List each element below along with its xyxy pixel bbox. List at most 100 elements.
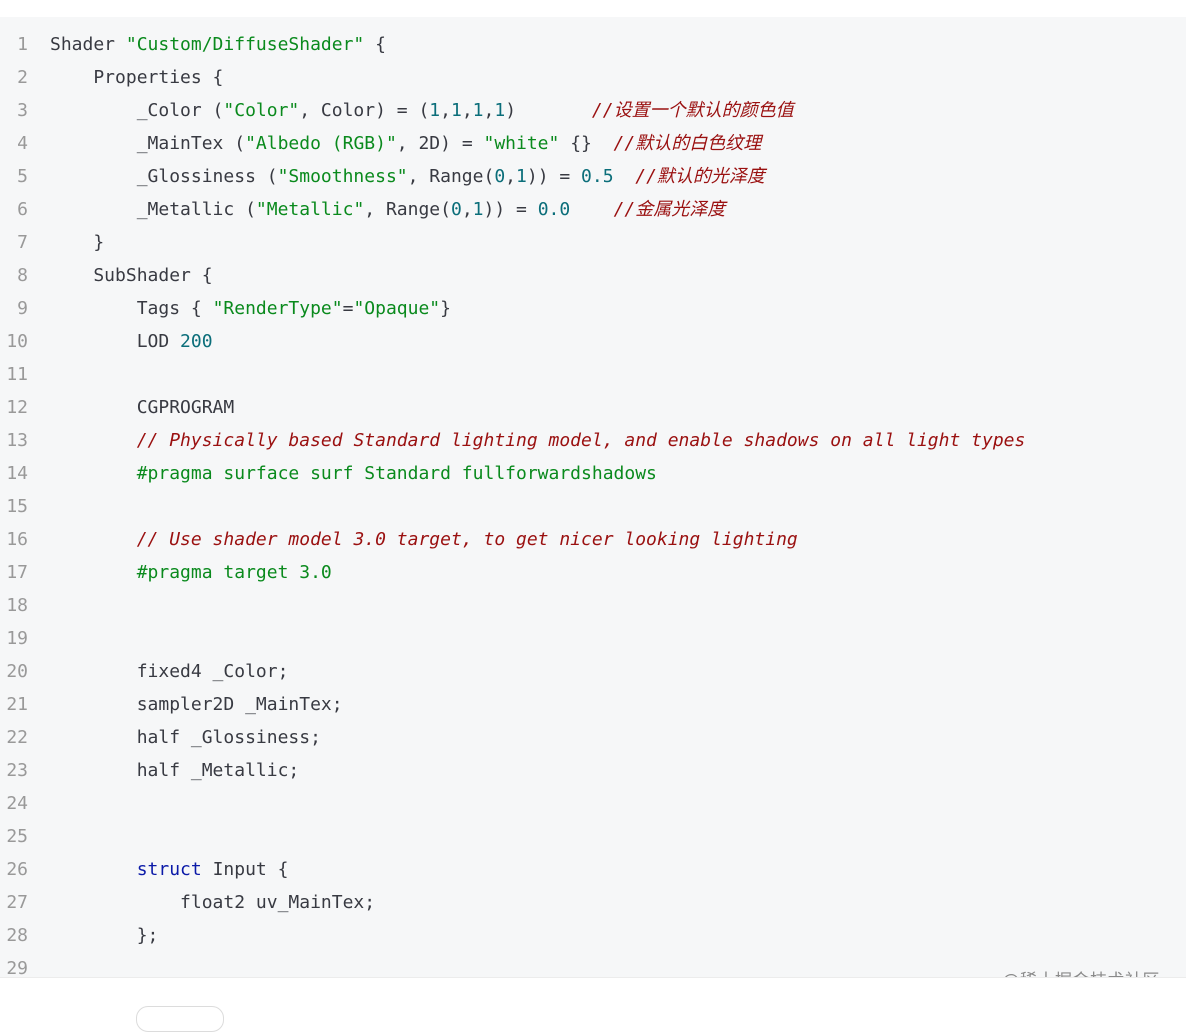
- code-token-plain: [50, 463, 137, 484]
- line-number: 1: [17, 34, 28, 55]
- code-token-plain: [614, 166, 636, 187]
- code-line: 27 float2 uv_MainTex;: [0, 886, 1186, 919]
- code-token-plain: ,: [461, 100, 473, 121]
- line-number: 10: [6, 331, 28, 352]
- code-token-num: 1: [472, 199, 484, 220]
- code-line: 18: [0, 589, 1186, 622]
- code-text: struct Input {: [50, 853, 289, 886]
- line-number: 12: [6, 397, 28, 418]
- code-line: 16 // Use shader model 3.0 target, to ge…: [0, 523, 1186, 556]
- code-token-str: "Custom/DiffuseShader": [125, 34, 365, 55]
- line-number: 3: [17, 100, 28, 121]
- code-token-plain: [570, 199, 613, 220]
- code-line: 4 _MainTex ("Albedo (RGB)", 2D) = "white…: [0, 127, 1186, 160]
- code-token-plain: _Color (: [50, 100, 224, 121]
- line-number: 6: [17, 199, 28, 220]
- code-token-plain: , Range(: [364, 199, 451, 220]
- code-token-num: 1: [450, 100, 462, 121]
- code-token-plain: }: [50, 232, 105, 253]
- code-text: _Metallic ("Metallic", Range(0,1)) = 0.0…: [50, 193, 726, 226]
- code-line: 23 half _Metallic;: [0, 754, 1186, 787]
- code-token-plain: {}: [559, 133, 614, 154]
- code-line: 29: [0, 952, 1186, 977]
- code-line: 26 struct Input {: [0, 853, 1186, 886]
- code-text: _MainTex ("Albedo (RGB)", 2D) = "white" …: [50, 127, 762, 160]
- code-line: 3 _Color ("Color", Color) = (1,1,1,1) //…: [0, 94, 1186, 127]
- code-token-str: "Color": [223, 100, 300, 121]
- code-token-plain: half _Metallic;: [50, 760, 300, 781]
- line-number: 24: [6, 793, 28, 814]
- code-token-plain: Shader: [50, 34, 126, 55]
- code-token-com: //设置一个默认的颜色值: [591, 100, 794, 121]
- line-number: 21: [6, 694, 28, 715]
- code-block: 1 Shader "Custom/DiffuseShader" {2 Proper…: [0, 17, 1186, 977]
- line-number: 7: [17, 232, 28, 253]
- code-line: 8 SubShader {: [0, 259, 1186, 292]
- line-number: 18: [6, 595, 28, 616]
- code-token-num: 0: [450, 199, 462, 220]
- code-text: sampler2D _MainTex;: [50, 688, 343, 721]
- code-line: 20 fixed4 _Color;: [0, 655, 1186, 688]
- code-token-plain: [50, 859, 137, 880]
- code-token-plain: ,: [483, 100, 495, 121]
- toolbar-pill-button[interactable]: [136, 1006, 224, 1032]
- code-text: // Physically based Standard lighting mo…: [50, 424, 1026, 457]
- code-token-plain: {: [364, 34, 386, 55]
- code-token-plain: Input {: [201, 859, 289, 880]
- code-line: 10 LOD 200: [0, 325, 1186, 358]
- code-token-plain: Tags {: [50, 298, 213, 319]
- code-token-str: "Albedo (RGB)": [245, 133, 397, 154]
- code-token-plain: ,: [505, 166, 517, 187]
- code-line: 19: [0, 622, 1186, 655]
- code-text: #pragma target 3.0: [50, 556, 332, 589]
- code-token-plain: LOD: [50, 331, 181, 352]
- code-token-num: 1: [494, 100, 506, 121]
- code-token-num: 0: [494, 166, 506, 187]
- code-token-com: //默认的光泽度: [635, 166, 765, 187]
- code-token-pre: #pragma surface surf Standard fullforwar…: [136, 463, 657, 484]
- code-line: 17 #pragma target 3.0: [0, 556, 1186, 589]
- line-number: 22: [6, 727, 28, 748]
- code-token-plain: =: [342, 298, 354, 319]
- code-token-str: "Smoothness": [277, 166, 408, 187]
- line-number: 4: [17, 133, 28, 154]
- line-number-gutter: [0, 17, 36, 977]
- code-text: _Color ("Color", Color) = (1,1,1,1) //设置…: [50, 94, 794, 127]
- code-token-plain: _Metallic (: [50, 199, 256, 220]
- code-token-kw: struct: [136, 859, 202, 880]
- code-token-plain: Properties {: [50, 67, 224, 88]
- code-line: 12 CGPROGRAM: [0, 391, 1186, 424]
- code-token-num: 0.0: [537, 199, 571, 220]
- code-text: half _Glossiness;: [50, 721, 321, 754]
- code-line: 21 sampler2D _MainTex;: [0, 688, 1186, 721]
- code-text: };: [50, 919, 159, 952]
- code-line: 22 half _Glossiness;: [0, 721, 1186, 754]
- line-number: 19: [6, 628, 28, 649]
- code-token-pre: #pragma target 3.0: [136, 562, 332, 583]
- code-token-com: //默认的白色纹理: [613, 133, 762, 154]
- code-token-num: 200: [180, 331, 213, 352]
- code-line: 24: [0, 787, 1186, 820]
- code-token-str: "white": [483, 133, 560, 154]
- code-token-plain: SubShader {: [50, 265, 213, 286]
- code-text: half _Metallic;: [50, 754, 300, 787]
- code-token-str: "Opaque": [353, 298, 441, 319]
- code-line: 2 Properties {: [0, 61, 1186, 94]
- line-number: 28: [6, 925, 28, 946]
- code-token-plain: [50, 562, 137, 583]
- code-text: float2 uv_MainTex;: [50, 886, 375, 919]
- code-token-plain: )) =: [483, 199, 538, 220]
- line-number: 14: [6, 463, 28, 484]
- line-number: 2: [17, 67, 28, 88]
- code-token-plain: ,: [440, 100, 451, 121]
- code-line: 15: [0, 490, 1186, 523]
- code-token-str: "Metallic": [255, 199, 365, 220]
- code-token-com: // Physically based Standard lighting mo…: [136, 430, 1026, 451]
- code-token-plain: [50, 430, 137, 451]
- code-token-plain: float2 uv_MainTex;: [50, 892, 376, 913]
- code-line: 1 Shader "Custom/DiffuseShader" {: [0, 28, 1186, 61]
- code-text: LOD 200: [50, 325, 213, 358]
- code-text: Properties {: [50, 61, 223, 94]
- line-number: 11: [6, 364, 28, 385]
- code-line: 14 #pragma surface surf Standard fullfor…: [0, 457, 1186, 490]
